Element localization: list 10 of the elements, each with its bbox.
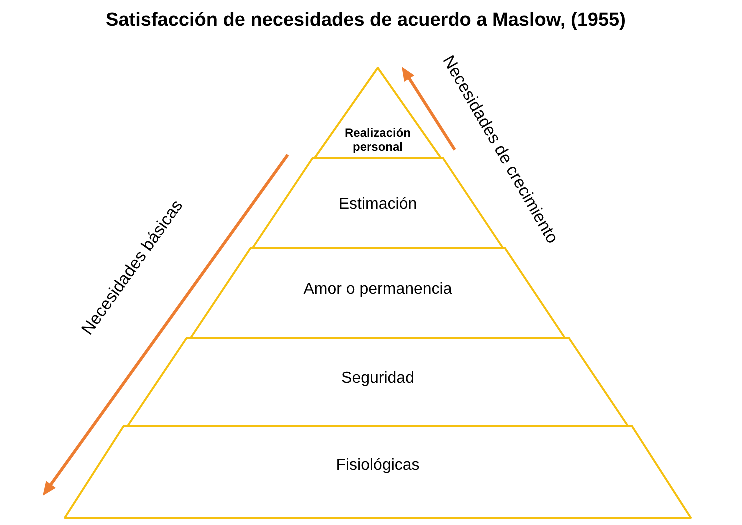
- level-label: Amor o permanencia: [302, 280, 454, 300]
- title: Satisfacción de necesidades de acuerdo a Maslow, (1955): [105, 10, 627, 32]
- pyramid-level: [64, 425, 692, 519]
- level-label: Estimación: [338, 196, 418, 214]
- level-label: Fisiológicas: [335, 456, 421, 476]
- pyramid-top: [314, 67, 442, 159]
- level-label: Realización personal: [344, 127, 412, 155]
- pyramid-level: [127, 337, 629, 427]
- pyramid-level: [190, 247, 566, 339]
- level-label: Seguridad: [340, 370, 416, 388]
